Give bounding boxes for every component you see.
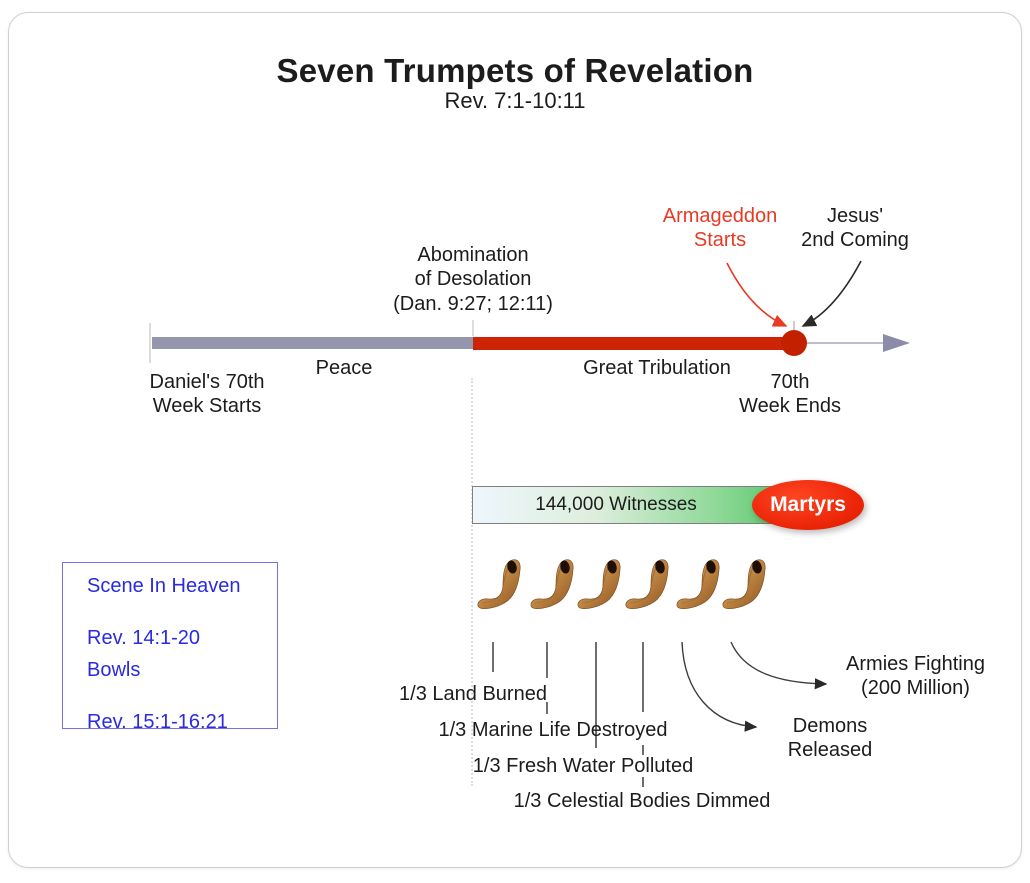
trumpet2-line-dash (546, 702, 548, 714)
timeline-mid-tick (472, 320, 474, 336)
second-coming-arrow (801, 260, 862, 327)
judgment-celestial-label: 1/3 Celestial Bodies Dimmed (513, 790, 771, 812)
judgment-water-label: 1/3 Fresh Water Polluted (472, 755, 694, 777)
daniels-week-start-label: Daniel's 70th Week Starts (149, 371, 265, 418)
timeline-arrowhead-icon (883, 334, 910, 352)
tribulation-period-bar (473, 337, 785, 350)
week-ends-label: 70th Week Ends (739, 371, 841, 418)
peace-period-bar (152, 337, 473, 349)
page-subtitle: Rev. 7:1-10:11 (444, 88, 586, 113)
armageddon-arrow (726, 262, 788, 327)
second-coming-label: Jesus' 2nd Coming (801, 205, 909, 252)
judgment-land-label: 1/3 Land Burned (399, 683, 547, 705)
scene-in-heaven-label: Scene In Heaven Rev. 14:1-20 (87, 575, 241, 649)
martyrs-badge-label: Martyrs (770, 493, 846, 516)
demons-arrow (681, 641, 758, 732)
armies-arrow (730, 641, 828, 690)
trumpet4-line (642, 642, 644, 712)
witnesses-bar-label: 144,000 Witnesses (535, 494, 697, 515)
week-end-dot (781, 330, 807, 356)
judgment-marine-label: 1/3 Marine Life Destroyed (438, 719, 668, 741)
armies-fighting-label: Armies Fighting (200 Million) (846, 653, 985, 700)
bowls-label: Bowls Rev. 15:1-16:21 (87, 659, 228, 733)
timeline-start-tick (149, 323, 151, 363)
great-tribulation-label: Great Tribulation (583, 357, 731, 379)
demons-released-label: Demons Released (787, 715, 873, 762)
heaven-bowls-box: Scene In Heaven Rev. 14:1-20 Bowls Rev. … (62, 562, 278, 733)
armageddon-label: Armageddon Starts (662, 205, 778, 252)
trumpet4-line-dash2 (642, 777, 644, 787)
abomination-label: Abomination of Desolation (Dan. 9:27; 12… (393, 244, 553, 315)
martyrs-badge: Martyrs (752, 480, 864, 530)
midpoint-dotted-line (471, 378, 473, 786)
peace-label: Peace (315, 357, 373, 379)
trumpet1-line (492, 642, 494, 672)
trumpet3-line (595, 642, 597, 748)
trumpet4-line-dash1 (642, 745, 644, 755)
page-title: Seven Trumpets of Revelation (276, 52, 754, 89)
trumpet2-line (546, 642, 548, 678)
